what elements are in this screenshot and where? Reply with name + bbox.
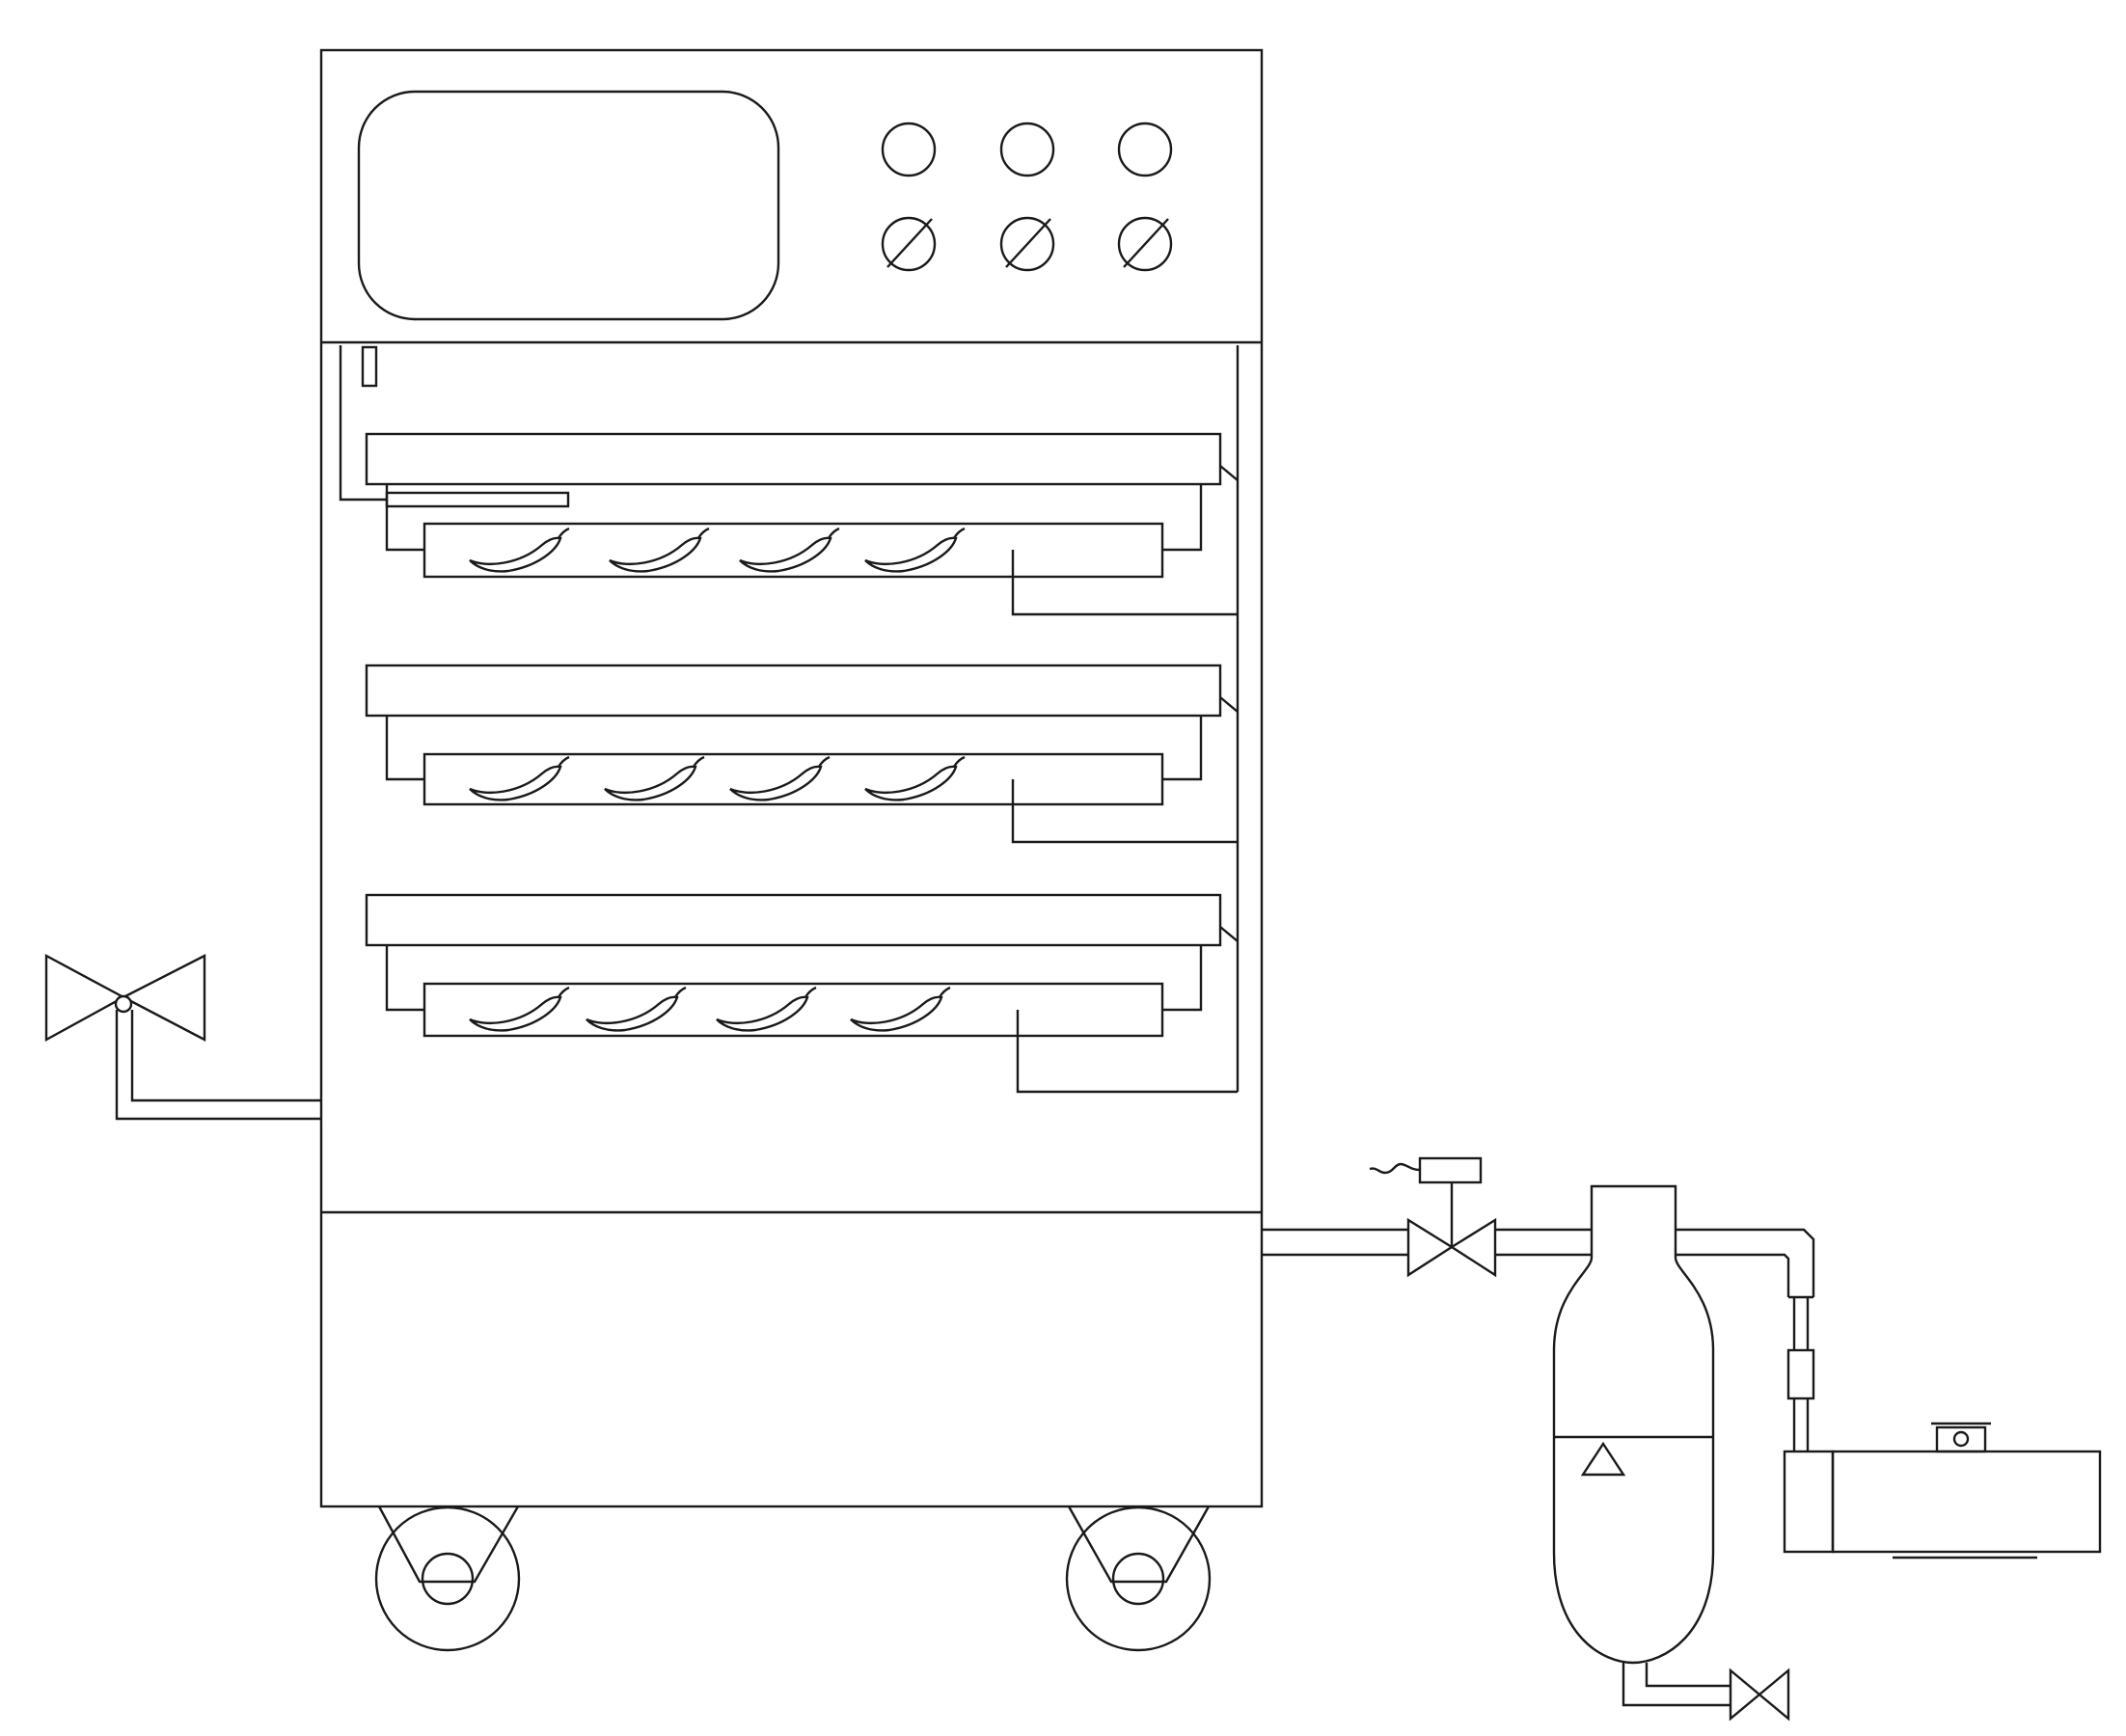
control-knob-3 [1117, 216, 1173, 272]
chili-pepper-icon [864, 527, 966, 573]
heating-plate-3 [365, 893, 1222, 947]
tray-2-sensor-line [1011, 779, 1238, 844]
air-inlet-butterfly-valve [44, 953, 206, 1043]
sensor-probe [361, 345, 378, 388]
display-screen [357, 90, 780, 321]
cabinet-outline [319, 48, 1264, 1508]
tray-shelf-2 [365, 664, 1239, 844]
control-panel [357, 90, 1173, 321]
left-feed-line [339, 345, 387, 502]
chili-pepper-icon [850, 986, 951, 1032]
chili-pepper-icon [469, 527, 570, 573]
chili-pepper-icon [604, 755, 705, 801]
heater-element [385, 491, 570, 508]
heating-plate-1 [365, 432, 1222, 486]
caster-wheel-right [1065, 1505, 1212, 1652]
level-indicator-icon [1580, 1441, 1626, 1477]
pump-suction-pipe [1676, 1228, 1815, 1451]
tray-1-sensor-line [1011, 550, 1238, 616]
drying-cabinet [319, 48, 1264, 1508]
chili-pepper-icon [864, 755, 966, 801]
gas-liquid-separator [1552, 1184, 1715, 1665]
vacuum-pump [1783, 1422, 2102, 1560]
tray-shelf-3 [365, 893, 1239, 1094]
chili-pepper-icon [739, 527, 840, 573]
drain-valve [1729, 1668, 1790, 1722]
chili-pepper-icon [716, 986, 817, 1032]
pipe-coupling [1786, 1348, 1815, 1400]
tray-3-sensor-line [1016, 1010, 1238, 1094]
chili-pepper-icon [586, 986, 687, 1032]
control-knob-2 [999, 216, 1055, 272]
caster-wheel-left [374, 1505, 521, 1652]
material-tray-1 [422, 522, 1164, 579]
vacuum-outlet-pipe [1262, 1228, 1408, 1257]
heating-plate-2 [365, 664, 1222, 718]
indicator-lamp-1 [881, 122, 937, 177]
separator-inlet-pipe [1495, 1228, 1592, 1257]
solenoid-valve [1369, 1156, 1497, 1278]
drain-pipe [1622, 1663, 1731, 1707]
material-tray-3 [422, 982, 1164, 1038]
tray-shelf-1 [365, 432, 1239, 616]
internal-wiring [339, 345, 1240, 1092]
chili-pepper-icon [609, 527, 710, 573]
solenoid-actuator [1418, 1156, 1483, 1184]
indicator-lamp-3 [1117, 122, 1173, 177]
pump-flange [1783, 1450, 1835, 1554]
indicator-lamp-2 [999, 122, 1055, 177]
material-tray-2 [422, 752, 1164, 806]
chili-pepper-icon [469, 755, 570, 801]
chili-pepper-icon [729, 755, 831, 801]
control-knob-1 [881, 216, 937, 272]
pump-exhaust-port [1935, 1425, 1987, 1453]
pump-body [1831, 1450, 2102, 1554]
chili-pepper-icon [469, 986, 570, 1032]
air-inlet-pipe [115, 1010, 321, 1121]
solenoid-cable [1369, 1162, 1421, 1175]
